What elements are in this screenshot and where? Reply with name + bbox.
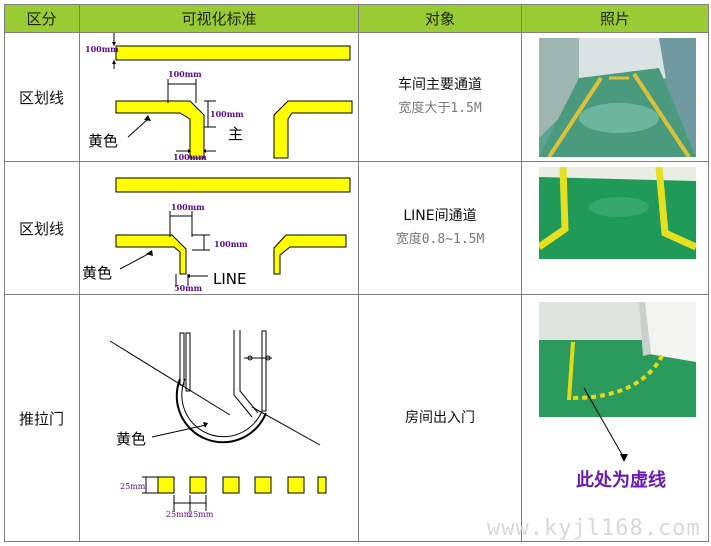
row2-diagram: 100mm 100mm 50mm LINE 黄色	[82, 177, 351, 293]
dim-top-label: 100mm	[85, 44, 119, 54]
header-category: 区分	[4, 4, 79, 32]
corner-line-left	[115, 234, 187, 275]
header-standard: 可视化标准	[80, 4, 358, 32]
dash-square	[287, 476, 305, 494]
row1-object-title: 车间主要通道	[398, 77, 482, 93]
row1-diagram: 100mm 100mm 100mm 100mm 黄色 主	[85, 33, 353, 161]
row1-object: 车间主要通道 宽度大于1.5M	[359, 33, 521, 161]
dash-square	[317, 476, 327, 494]
row2-category: 区划线	[18, 219, 64, 238]
grid-line	[708, 4, 709, 542]
grid-line	[4, 4, 5, 542]
row1-object-width: 宽度大于1.5M	[398, 101, 482, 116]
color-label: 黄色	[82, 264, 112, 282]
dim-corner-h-label: 100mm	[168, 69, 202, 79]
color-label: 黄色	[116, 430, 146, 448]
grid-line	[358, 4, 359, 542]
dim-v-label: 25mm	[120, 482, 146, 491]
main-line-bar	[115, 45, 351, 61]
grid-line	[4, 541, 708, 542]
line-bar	[115, 177, 351, 193]
corner-line-right	[273, 100, 353, 159]
grid-line	[4, 32, 708, 33]
dim-corner-h-label: 100mm	[171, 202, 205, 212]
row3-diagram: 黄色 25mm 25mm 25mm	[109, 330, 327, 519]
row2-object-title: LINE间通道	[403, 208, 477, 224]
dim-h1-label: 25mm	[166, 510, 192, 519]
color-label: 黄色	[88, 132, 118, 150]
dim-h2-label: 25mm	[188, 510, 214, 519]
dash-square	[189, 476, 207, 494]
row2-object: LINE间通道 宽度0.8~1.5M	[359, 162, 521, 294]
grid-line	[4, 294, 708, 295]
header-object: 对象	[359, 4, 521, 32]
dash-square	[254, 476, 272, 494]
header-photo: 照片	[522, 4, 708, 32]
row3-photo	[539, 302, 696, 417]
row3-category: 推拉门	[18, 409, 64, 428]
row3-object: 房间出入门	[359, 295, 521, 541]
dashed-line-note: 此处为虚线	[576, 470, 666, 491]
note-arrow	[583, 387, 628, 462]
main-label: 主	[228, 125, 243, 143]
dash-square	[157, 476, 175, 494]
dim-bottom-label: 100mm	[173, 152, 207, 161]
grid-line	[79, 4, 80, 542]
grid-line	[4, 161, 708, 162]
dim-corner-v-label: 100mm	[214, 239, 248, 249]
line-label: LINE	[213, 270, 246, 288]
row2-photo	[539, 167, 696, 259]
corner-line-right	[273, 234, 347, 275]
grid-line	[4, 4, 708, 5]
grid-line	[521, 4, 522, 542]
dim-bottom-label: 50mm	[174, 283, 203, 293]
row2-object-width: 宽度0.8~1.5M	[395, 232, 485, 247]
row1-category: 区划线	[18, 88, 64, 107]
dim-corner-v-label: 100mm	[210, 109, 244, 119]
dash-square	[222, 476, 240, 494]
corner-line-left	[115, 100, 205, 159]
row1-photo	[539, 38, 696, 157]
watermark: www.kyjl168.com	[487, 516, 701, 541]
door-swing-arc	[175, 378, 267, 444]
row3-object-title: 房间出入门	[405, 410, 475, 426]
